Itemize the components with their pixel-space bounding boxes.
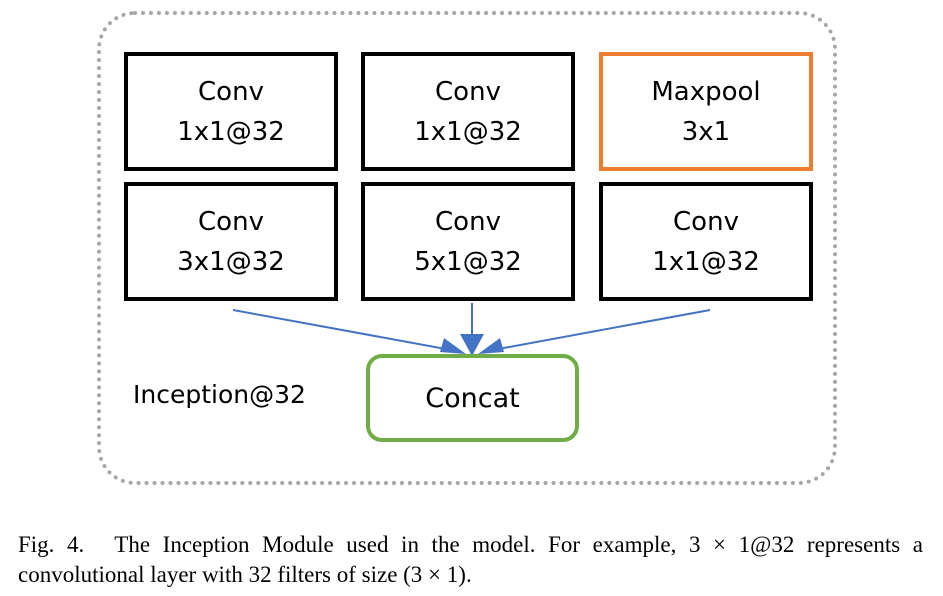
conv-1x1-box-top-left: Conv 1x1@32	[124, 52, 338, 171]
figure-number: Fig. 4.	[18, 532, 85, 557]
conv-1x1-box-bottom-right: Conv 1x1@32	[599, 182, 813, 301]
box-line2: 1x1@32	[414, 116, 522, 147]
conv-1x1-box-top-middle: Conv 1x1@32	[361, 52, 575, 171]
box-line2: 3x1@32	[177, 246, 285, 277]
box-line1: Maxpool	[651, 76, 761, 107]
box-line2: 1x1@32	[177, 116, 285, 147]
concat-label: Concat	[425, 382, 520, 414]
box-line2: 3x1	[681, 116, 731, 147]
figure-caption: Fig. 4.The Inception Module used in the …	[18, 530, 923, 590]
maxpool-3x1-box: Maxpool 3x1	[599, 52, 813, 171]
inception-module-border	[97, 11, 837, 485]
box-line2: 1x1@32	[652, 246, 760, 277]
box-line1: Conv	[673, 206, 739, 237]
conv-5x1-box: Conv 5x1@32	[361, 182, 575, 301]
inception-module-label: Inception@32	[133, 380, 306, 409]
box-line2: 5x1@32	[414, 246, 522, 277]
box-line1: Conv	[198, 76, 264, 107]
box-line1: Conv	[198, 206, 264, 237]
conv-3x1-box: Conv 3x1@32	[124, 182, 338, 301]
box-line1: Conv	[435, 206, 501, 237]
concat-box: Concat	[366, 354, 579, 442]
box-line1: Conv	[435, 76, 501, 107]
caption-text: The Inception Module used in the model. …	[18, 532, 923, 587]
